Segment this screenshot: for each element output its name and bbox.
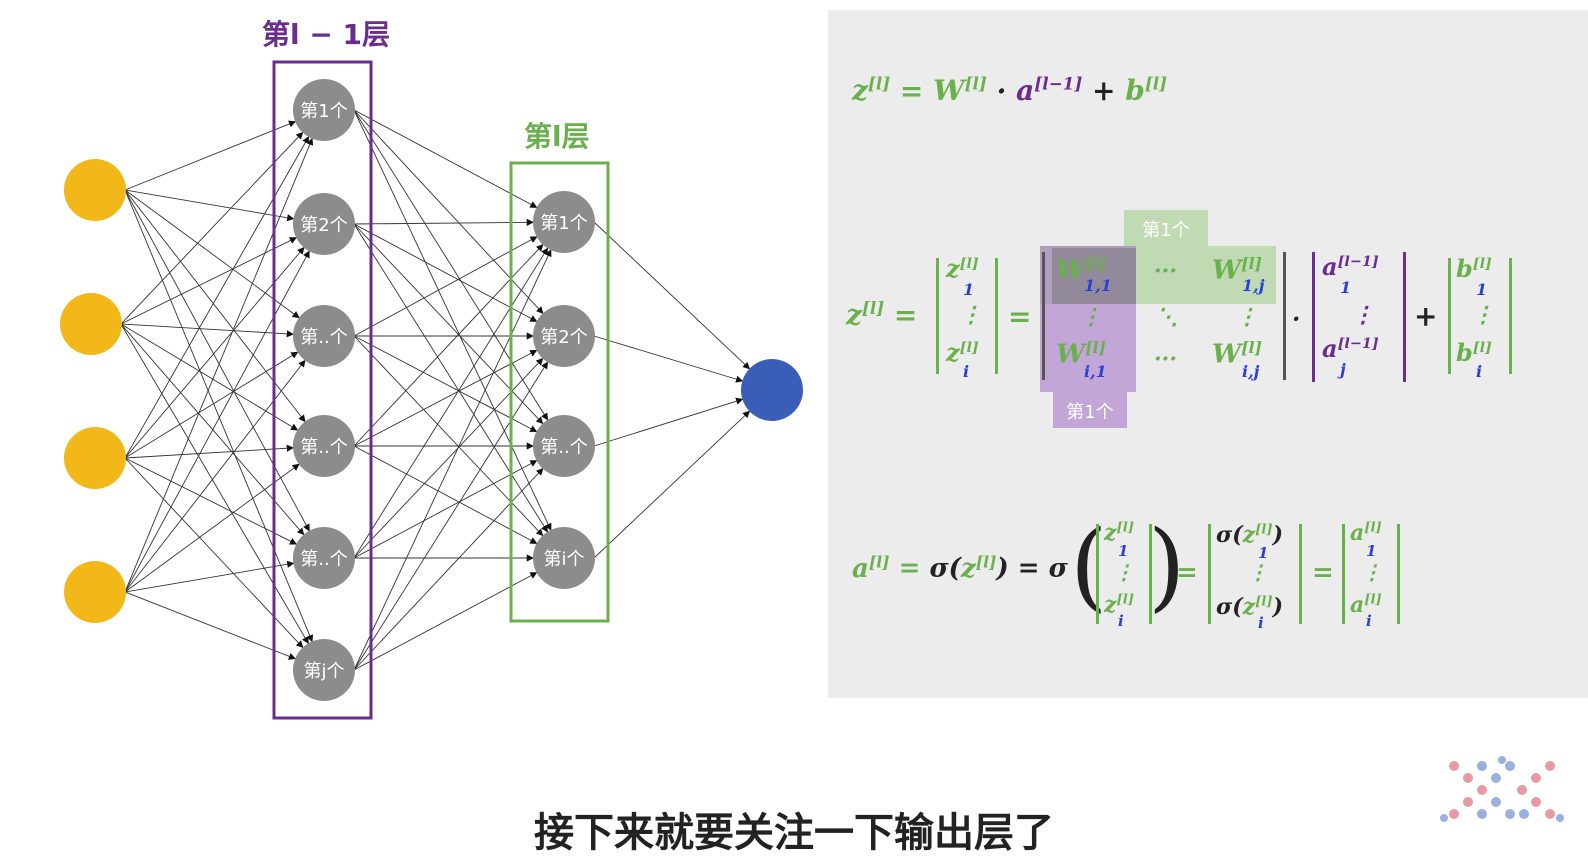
curr-layer-node-label: 第2个: [540, 327, 587, 348]
connection-edge: [120, 237, 297, 325]
connection-edge: [120, 323, 294, 338]
z1-element: z[l]: [946, 254, 979, 283]
curr-layer-node-label: 第..个: [540, 437, 587, 458]
w11-element: W[l]: [1056, 254, 1106, 286]
connection-edge: [353, 467, 544, 671]
wi1-element: W[l]: [1056, 338, 1106, 370]
connection-edge: [353, 109, 544, 314]
subtitle-caption: 接下来就要关注一下输出层了: [534, 810, 1054, 856]
connection-edge: [124, 189, 300, 319]
row-tag: 第1个: [1142, 220, 1190, 241]
connection-edge: [353, 445, 538, 544]
neural-network-diagram: 第l − 1层第l层第1个第2个第..个第..个第..个第j个第1个第2个第..…: [60, 18, 803, 720]
connection-edge: [124, 137, 314, 593]
prev-layer-node-label: 第..个: [300, 327, 347, 348]
layer-l-box: [509, 161, 610, 623]
column-tag: 第1个: [1066, 402, 1114, 423]
logo-icon: [1440, 756, 1564, 822]
curr-layer-node-label: 第i个: [543, 549, 584, 570]
connection-edge: [120, 323, 309, 645]
connection-edge: [353, 223, 538, 322]
connection-edge: [353, 109, 549, 421]
prev-layer-node-label: 第2个: [300, 215, 347, 236]
connection-edge: [353, 361, 548, 671]
prev-layer-node-label: 第1个: [300, 101, 347, 122]
prev-layer-node-label: 第..个: [300, 549, 347, 570]
wij-element: W[l]: [1212, 338, 1262, 370]
connection-edge: [120, 131, 304, 325]
curr-layer-node: [533, 527, 595, 589]
curr-layer-node: [533, 191, 595, 253]
connection-edge: [124, 444, 294, 459]
connection-edge: [353, 236, 538, 337]
input-node: [64, 561, 126, 623]
layer-l-minus-1-title: 第l − 1层: [262, 18, 390, 51]
b-vector-bracket: [1448, 258, 1512, 374]
connection-edge: [593, 221, 751, 370]
curr-layer-node: [533, 305, 595, 367]
connection-edge: [124, 120, 297, 191]
prev-layer-node-label: 第j个: [303, 661, 344, 682]
connection-edge: [593, 397, 744, 447]
connection-edge: [124, 189, 310, 532]
connection-edge: [353, 223, 548, 533]
aj-element: a[l−1]: [1322, 334, 1379, 363]
connection-edge: [593, 335, 744, 383]
connection-edge: [124, 463, 300, 593]
curr-layer-node: [533, 415, 595, 477]
connection-edge: [353, 357, 544, 559]
input-node: [60, 293, 122, 355]
connection-edge: [353, 460, 538, 559]
connection-edge: [124, 591, 296, 660]
formula-activation: a[l] = σ(z[l]) = σ: [852, 552, 1068, 584]
layer-l-minus-1-box: [272, 60, 373, 720]
formula-matrix-lhs: z[l] =: [846, 298, 918, 332]
layer-l-title: 第l层: [524, 120, 590, 153]
w-matrix-bracket: [1042, 252, 1286, 380]
w1j-element: W[l]: [1212, 254, 1262, 286]
connection-edge: [124, 136, 310, 459]
connection-edge: [124, 351, 299, 459]
a-vector-bracket: [1312, 252, 1406, 382]
connection-edge: [124, 189, 314, 643]
b1-element: b[l]: [1456, 254, 1492, 283]
prev-layer-node: [293, 79, 355, 141]
z-vector-bracket: [936, 258, 998, 374]
connection-edge: [120, 323, 299, 431]
prev-layer-node-label: 第..个: [300, 437, 347, 458]
input-node: [64, 159, 126, 221]
connection-edge: [353, 223, 544, 425]
connection-edge: [124, 457, 298, 545]
connection-edge: [353, 572, 538, 671]
bi-element: b[l]: [1456, 338, 1492, 367]
prev-layer-node: [293, 193, 355, 255]
curr-layer-node-label: 第1个: [540, 213, 587, 234]
output-node: [741, 359, 803, 421]
connection-edge: [124, 189, 295, 222]
a1-element: a[l−1]: [1322, 252, 1379, 281]
prev-layer-node: [293, 527, 355, 589]
formula-forward-propagation: z[l] = W[l] · a[l−1] + b[l]: [852, 74, 1168, 108]
input-node: [64, 427, 126, 489]
connection-edge: [353, 349, 538, 447]
connection-edge: [353, 218, 534, 226]
connection-edge: [124, 250, 310, 593]
zi-element: z[l]: [946, 338, 979, 367]
connection-edge: [353, 249, 552, 671]
connection-edge: [353, 247, 549, 559]
prev-layer-node: [293, 305, 355, 367]
connection-edge: [353, 335, 538, 433]
connection-lines: [120, 109, 751, 671]
connection-edge: [593, 410, 751, 559]
connection-edge: [124, 457, 304, 649]
connection-edge: [124, 359, 306, 593]
connection-edge: [353, 109, 552, 531]
connection-edge: [353, 109, 538, 208]
connection-edge: [124, 560, 295, 593]
prev-layer-node: [293, 639, 355, 701]
prev-layer-node: [293, 415, 355, 477]
